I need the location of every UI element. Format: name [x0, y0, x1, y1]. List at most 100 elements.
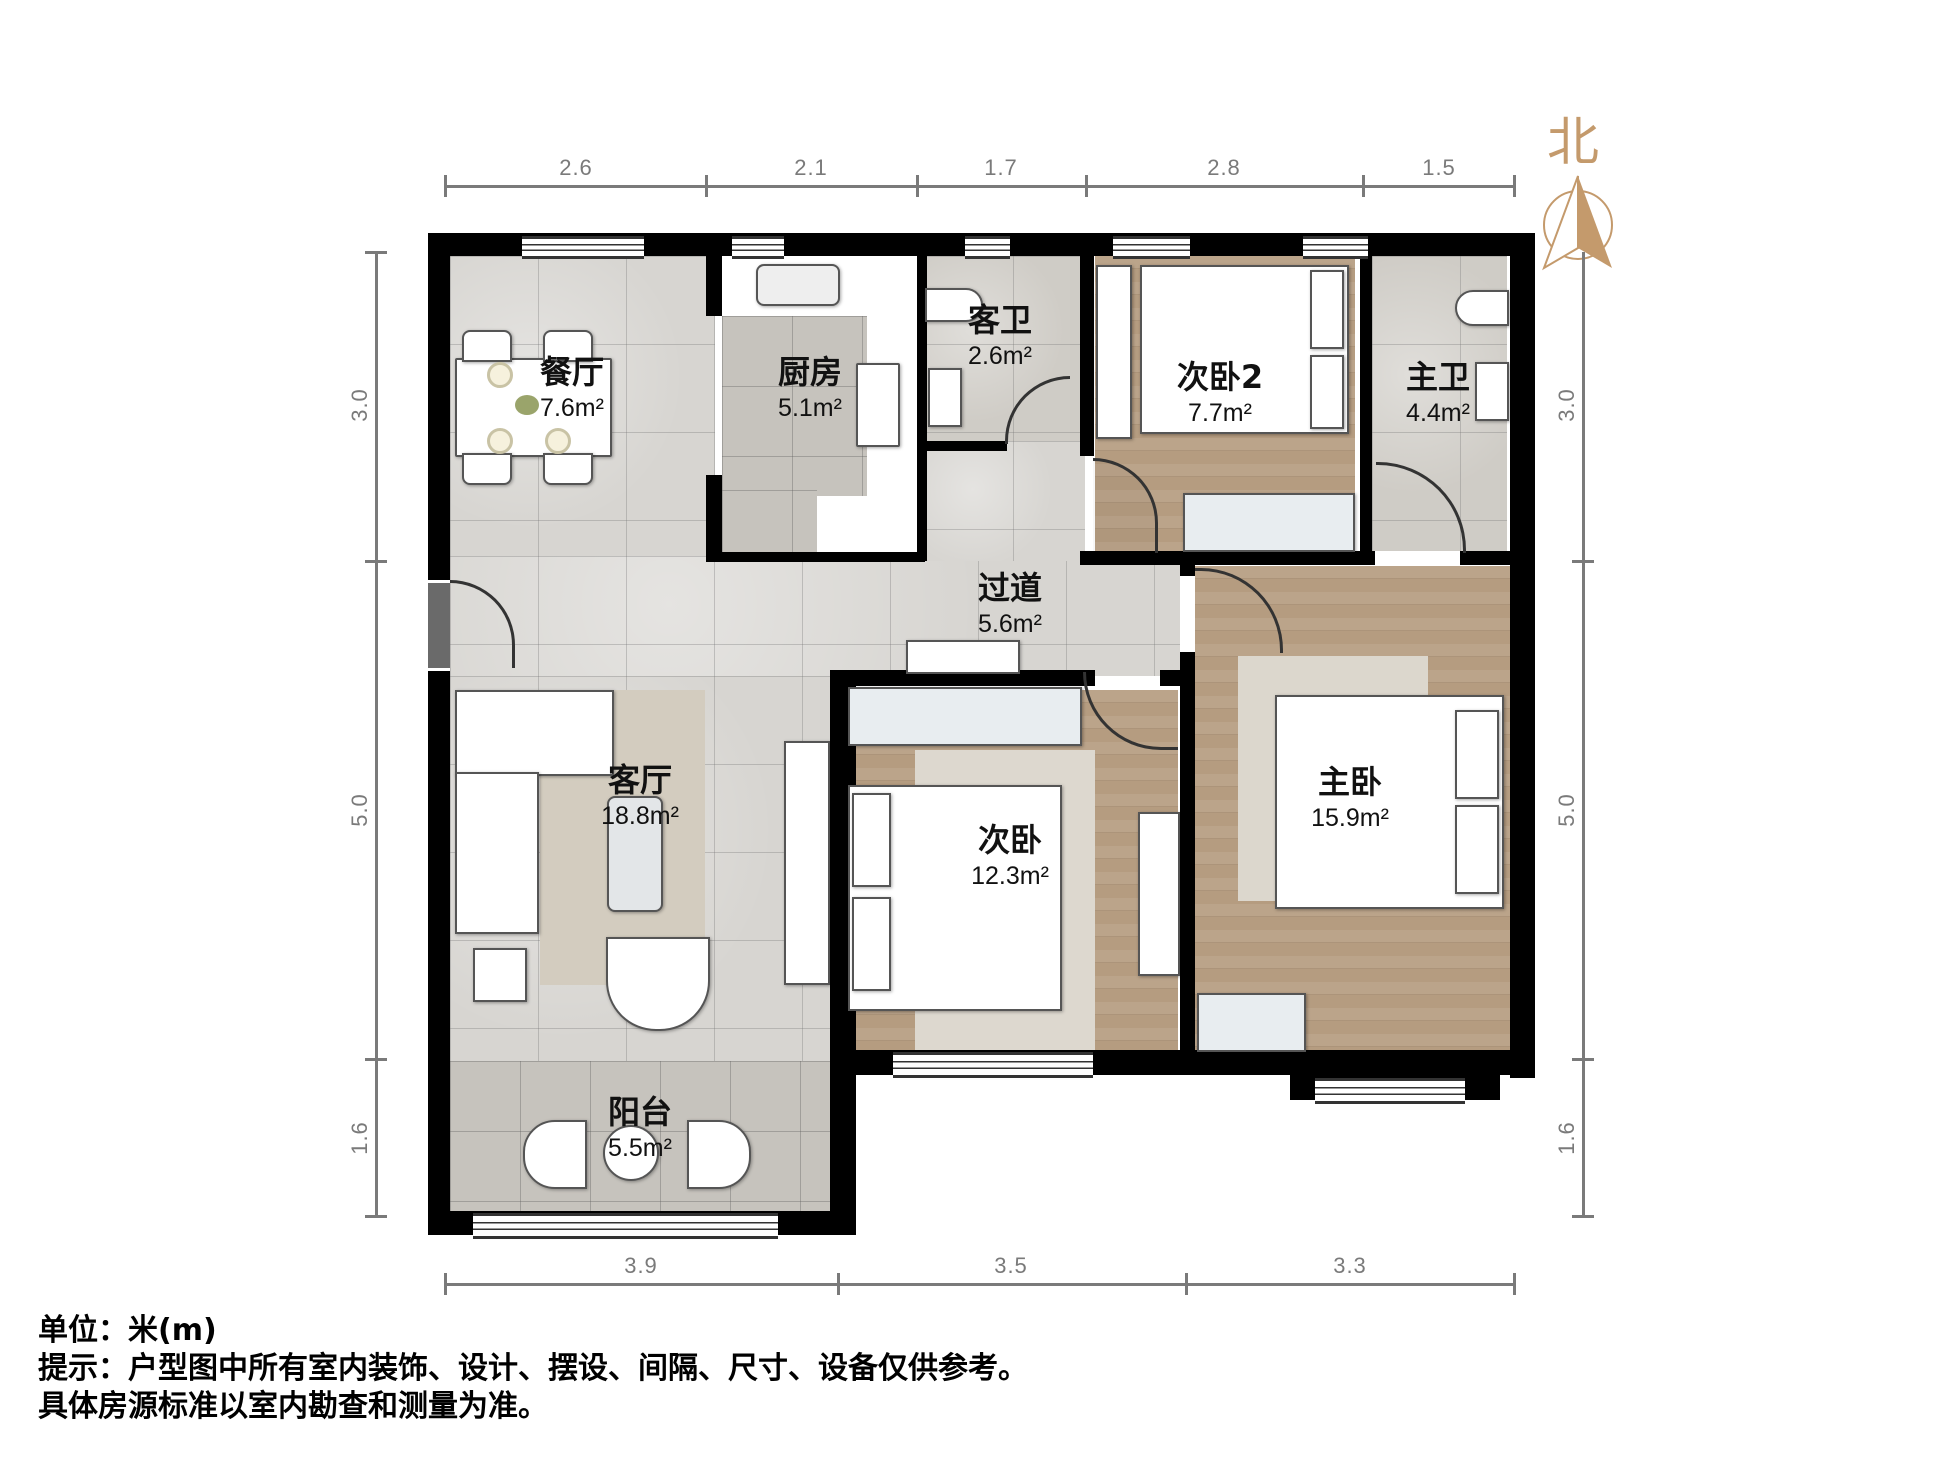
- dim-right-3: 1.6: [1554, 1121, 1579, 1155]
- wardrobe: [1183, 493, 1355, 552]
- plate-icon: [487, 362, 513, 388]
- kitchen-sink: [756, 264, 840, 306]
- pillow: [1455, 805, 1499, 894]
- washbasin: [928, 368, 962, 427]
- tv-cabinet: [784, 741, 830, 985]
- window-bedroom2: [1113, 236, 1190, 259]
- room-label-balcony: 阳台 5.5m²: [608, 1092, 672, 1164]
- window-kitchen: [732, 236, 784, 259]
- sofa-chaise: [455, 772, 539, 934]
- dim-top-5: 1.5: [1422, 155, 1456, 180]
- compass-north-label: 北: [1547, 113, 1600, 173]
- dim-bottom-3: 3.3: [1333, 1253, 1367, 1278]
- dim-top-1: 2.6: [559, 155, 593, 180]
- plate-icon: [545, 428, 571, 454]
- compass: 北: [1535, 100, 1625, 280]
- coffee-table: [607, 796, 663, 912]
- window-bedroom: [893, 1052, 1093, 1078]
- dining-chair: [462, 330, 512, 362]
- window-balcony: [473, 1213, 778, 1239]
- pillow: [852, 897, 891, 991]
- room-label-guest-bath: 客卫 2.6m²: [968, 300, 1032, 372]
- pillow: [1310, 355, 1344, 429]
- toilet: [1455, 290, 1509, 326]
- notes: 单位：米(m) 提示：户型图中所有室内装饰、设计、摆设、间隔、尺寸、设备仅供参考…: [38, 1312, 1028, 1426]
- room-area: 15.9m²: [1311, 804, 1389, 832]
- room-name: 阳台: [607, 1093, 673, 1131]
- washbasin: [1475, 362, 1509, 421]
- room-label-master-bedroom: 主卧 15.9m²: [1311, 762, 1389, 834]
- wall-outer-left: [428, 233, 450, 1235]
- sofa: [455, 690, 614, 776]
- dim-top-3: 1.7: [984, 155, 1018, 180]
- disclaimer-note: 具体房源标准以室内勘查和测量为准。: [38, 1389, 548, 1424]
- room-area: 7.6m²: [540, 394, 604, 422]
- corridor-upper: [925, 441, 1085, 561]
- room-name: 过道: [977, 569, 1043, 607]
- dim-right-1: 3.0: [1554, 388, 1579, 422]
- room-label-kitchen: 厨房 5.1m²: [778, 352, 842, 424]
- dining-chair: [543, 330, 593, 362]
- wall-kitchen-left-top: [706, 256, 722, 316]
- room-name: 餐厅: [539, 353, 605, 391]
- room-area: 2.6m²: [968, 342, 1032, 370]
- room-area: 5.6m²: [978, 610, 1042, 638]
- wall-masterbath-left: [1360, 256, 1372, 564]
- hint-note: 提示：户型图中所有室内装饰、设计、摆设、间隔、尺寸、设备仅供参考。: [38, 1351, 1028, 1386]
- wall-kitchen-left-bottom: [706, 475, 722, 561]
- dim-right-2: 5.0: [1554, 793, 1579, 827]
- wall-outer-right: [1510, 233, 1535, 1078]
- wall-bedroom2-bottom: [1080, 551, 1375, 565]
- room-label-bedroom: 次卧 12.3m²: [971, 820, 1049, 892]
- kitchen-tile-lower: [722, 490, 817, 552]
- dim-top-2: 2.1: [794, 155, 828, 180]
- window-dining: [522, 236, 644, 259]
- unit-note: 单位：米(m): [38, 1313, 217, 1348]
- wall-kitchen-right: [917, 256, 927, 561]
- room-label-bedroom2: 次卧2 7.7m²: [1177, 357, 1263, 429]
- corridor-cabinet: [906, 640, 1020, 674]
- wardrobe: [1197, 993, 1306, 1052]
- desk: [1138, 812, 1180, 976]
- room-area: 5.5m²: [608, 1134, 672, 1162]
- living-corridor-floor: [450, 556, 1180, 676]
- dining-chair: [543, 453, 593, 485]
- entrance-door[interactable]: [428, 580, 450, 671]
- wall-master-left-top: [1180, 556, 1195, 576]
- room-label-dining: 餐厅 7.6m²: [540, 352, 604, 424]
- stove: [856, 363, 900, 447]
- room-area: 12.3m²: [971, 862, 1049, 890]
- balcony-chair: [687, 1120, 751, 1189]
- wall-bedroom-top: [830, 670, 1095, 686]
- room-name: 主卧: [1317, 763, 1382, 801]
- wall-kitchen-bottom: [706, 552, 925, 562]
- pillow: [1310, 270, 1344, 349]
- wall-master-left: [1180, 652, 1195, 1062]
- wall-guestbath-bottom: [917, 441, 1007, 451]
- dim-left-1: 3.0: [347, 388, 372, 422]
- wardrobe: [848, 687, 1082, 746]
- room-area: 7.7m²: [1188, 399, 1252, 427]
- pillow: [1455, 710, 1499, 799]
- room-name: 次卧: [977, 821, 1042, 859]
- side-table: [473, 948, 527, 1002]
- room-area: 18.8m²: [601, 802, 679, 830]
- window-master-bath: [1303, 236, 1368, 259]
- room-label-corridor: 过道 5.6m²: [978, 568, 1042, 640]
- dining-chair: [462, 453, 512, 485]
- pillow: [852, 793, 891, 887]
- armchair: [606, 937, 710, 1031]
- dim-top-4: 2.8: [1207, 155, 1241, 180]
- room-name: 次卧2: [1176, 358, 1264, 396]
- room-name: 主卫: [1405, 358, 1471, 396]
- dim-left-2: 5.0: [347, 793, 372, 827]
- balcony-chair: [523, 1120, 587, 1189]
- window-guest-bath: [965, 236, 1010, 259]
- centerpiece-icon: [515, 395, 539, 415]
- room-label-living: 客厅 18.8m²: [601, 760, 679, 832]
- balcony-table: [603, 1125, 659, 1181]
- room-label-master-bath: 主卫 4.4m²: [1406, 357, 1470, 429]
- room-name: 客厅: [607, 761, 672, 799]
- desk: [1096, 265, 1132, 439]
- toilet: [925, 288, 983, 322]
